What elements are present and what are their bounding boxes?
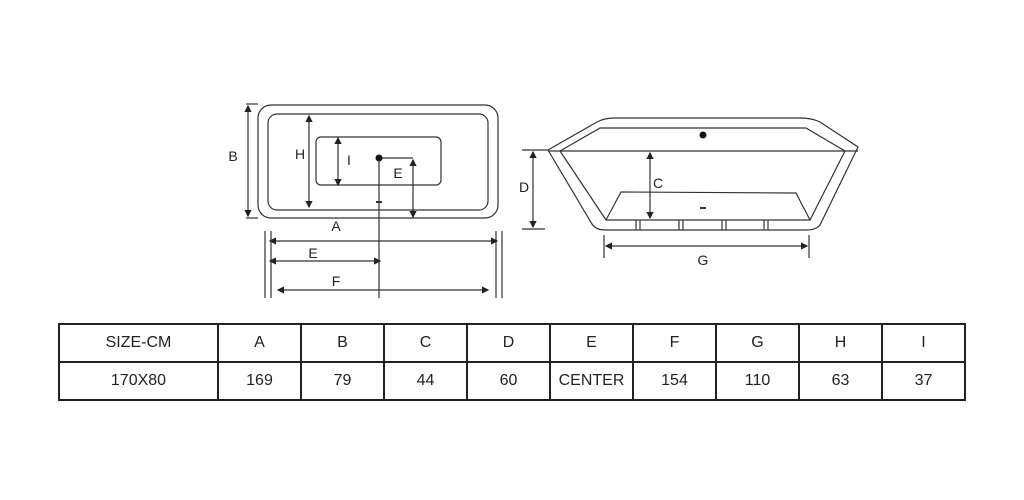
table-cell: 60 <box>466 361 551 401</box>
label-d: D <box>519 179 529 195</box>
label-h: H <box>295 146 305 162</box>
table-row: 170X80 169 79 44 60 CENTER 154 110 63 37 <box>58 361 966 401</box>
table-cell: 63 <box>798 361 883 401</box>
dimensions-table: SIZE-CM A B C D E F G H I 170X80 169 79 … <box>58 323 966 401</box>
table-cell: 79 <box>300 361 385 401</box>
header-cell: H <box>798 323 883 363</box>
label-e: E <box>308 245 317 261</box>
header-cell: C <box>383 323 468 363</box>
table-cell: 154 <box>632 361 717 401</box>
label-a: A <box>331 218 341 234</box>
table-cell: 169 <box>217 361 302 401</box>
top-view <box>244 103 503 298</box>
table-cell: 37 <box>881 361 966 401</box>
header-cell: E <box>549 323 634 363</box>
table-header-row: SIZE-CM A B C D E F G H I <box>58 323 966 363</box>
label-e-inner: E <box>393 165 402 181</box>
table-cell: 170X80 <box>58 361 219 401</box>
header-cell: F <box>632 323 717 363</box>
label-b: B <box>228 148 237 164</box>
label-c: C <box>653 175 663 191</box>
bathtub-diagram: B H I E A E F C D G <box>228 103 859 298</box>
label-i: I <box>347 152 351 168</box>
header-cell: G <box>715 323 800 363</box>
header-cell: D <box>466 323 551 363</box>
header-cell: B <box>300 323 385 363</box>
table-cell: 110 <box>715 361 800 401</box>
table-cell: 44 <box>383 361 468 401</box>
label-g: G <box>698 252 709 268</box>
header-cell: I <box>881 323 966 363</box>
header-cell: A <box>217 323 302 363</box>
header-cell: SIZE-CM <box>58 323 219 363</box>
side-view <box>522 117 859 258</box>
table-cell: CENTER <box>549 361 634 401</box>
label-f: F <box>332 273 341 289</box>
